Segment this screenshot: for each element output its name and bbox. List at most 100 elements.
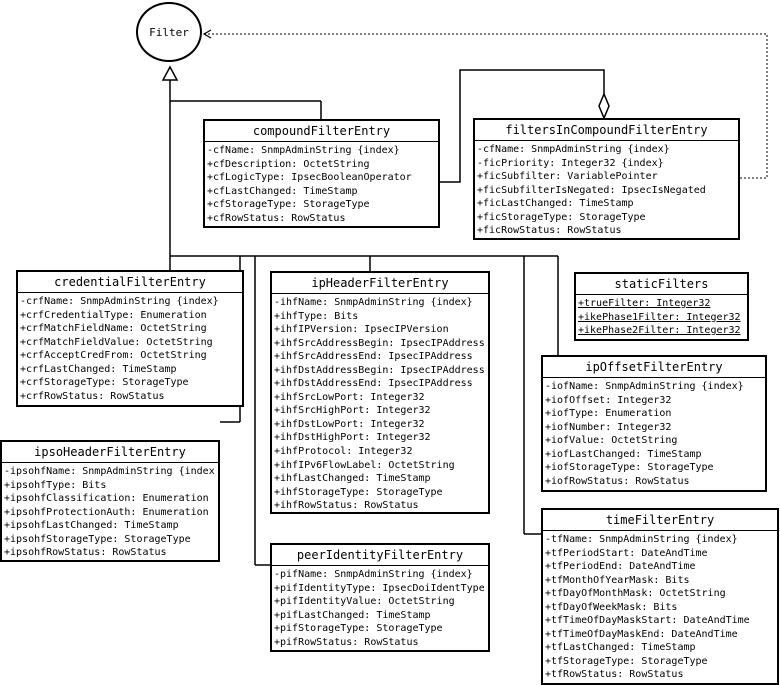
attribute: +ipsohfRowStatus: RowStatus: [4, 547, 167, 559]
attribute: +ikePhase1Filter: Integer32: [578, 311, 741, 323]
attribute: -pifName: SnmpAdminString {index}: [274, 569, 473, 580]
attribute: -ficPriority: Integer32 {index}: [477, 157, 664, 169]
attribute: +tfRowStatus: RowStatus: [545, 669, 684, 681]
attribute: +iofStorageType: StorageType: [545, 462, 714, 474]
class-title: peerIdentityFilterEntry: [272, 545, 488, 566]
class-title: credentialFilterEntry: [18, 272, 242, 293]
attribute: -cfName: SnmpAdminString {index}: [207, 145, 400, 156]
attribute: +tfPeriodEnd: DateAndTime: [545, 561, 696, 573]
attribute: +cfStorageType: StorageType: [207, 199, 370, 211]
attribute-list: -cfName: SnmpAdminString {index} +cfDesc…: [205, 142, 438, 225]
attribute: +crfStorageType: StorageType: [20, 377, 189, 389]
attribute: +ficRowStatus: RowStatus: [477, 225, 622, 237]
attribute: +crfLastChanged: TimeStamp: [20, 363, 177, 375]
attribute: +ihfSrcLowPort: Integer32: [274, 391, 425, 403]
attribute: +ficLastChanged: TimeStamp: [477, 198, 634, 210]
attribute: +ipsohfClassification: Enumeration: [4, 493, 209, 505]
attribute: -ihfName: SnmpAdminString {index}: [274, 297, 473, 308]
attribute: +ficSubfilterIsNegated: IpsecIsNegated: [477, 184, 706, 196]
attribute: -iofName: SnmpAdminString {index}: [545, 381, 744, 392]
attribute: +ihfStorageType: StorageType: [274, 486, 443, 498]
attribute: +ficSubfilter: VariablePointer: [477, 171, 658, 183]
attribute: +ihfIPVersion: IpsecIPVersion: [274, 324, 449, 336]
inheritance-triangle: [161, 65, 179, 81]
attribute: +ihfLastChanged: TimeStamp: [274, 473, 431, 485]
attribute: +ihfDstAddressBegin: IpsecIPAddress: [274, 364, 485, 376]
attribute: +tfTimeOfDayMaskStart: DateAndTime: [545, 615, 750, 627]
class-ip-header-filter-entry: ipHeaderFilterEntry -ihfName: SnmpAdminS…: [270, 271, 490, 514]
class-title: timeFilterEntry: [543, 510, 777, 531]
attribute: +crfMatchFieldValue: OctetString: [20, 336, 213, 348]
class-filters-in-compound-filter-entry: filtersInCompoundFilterEntry -cfName: Sn…: [473, 118, 740, 240]
attribute: +pifIdentityValue: OctetString: [274, 596, 455, 608]
attribute: +iofValue: OctetString: [545, 435, 678, 447]
attribute: +ihfSrcAddressBegin: IpsecIPAddress: [274, 337, 485, 349]
aggregation-line: [440, 69, 605, 183]
attribute-list: -iofName: SnmpAdminString {index} +iofOf…: [543, 378, 765, 488]
attribute: +pifLastChanged: TimeStamp: [274, 609, 431, 621]
attribute: +iofType: Enumeration: [545, 408, 672, 420]
attribute-list: -cfName: SnmpAdminString {index} -ficPri…: [475, 141, 738, 238]
class-static-filters: staticFilters +trueFilter: Integer32 +ik…: [574, 272, 749, 341]
attribute: -cfName: SnmpAdminString {index}: [477, 144, 670, 155]
class-title: ipsoHeaderFilterEntry: [2, 442, 218, 463]
attribute: +ihfSrcAddressEnd: IpsecIPAddress: [274, 351, 473, 363]
class-ipso-header-filter-entry: ipsoHeaderFilterEntry -ipsohfName: SnmpA…: [0, 440, 220, 562]
class-title: staticFilters: [576, 274, 747, 295]
attribute: -ipsohfName: SnmpAdminString {index}: [4, 466, 216, 477]
attribute: +crfRowStatus: RowStatus: [20, 390, 165, 402]
attribute: +ipsohfType: Bits: [4, 479, 107, 491]
attribute: +cfDescription: OctetString: [207, 158, 370, 170]
attribute: +iofRowStatus: RowStatus: [545, 475, 690, 487]
class-compound-filter-entry: compoundFilterEntry -cfName: SnmpAdminSt…: [203, 119, 440, 228]
attribute: +crfCredentialType: Enumeration: [20, 309, 207, 321]
class-ip-offset-filter-entry: ipOffsetFilterEntry -iofName: SnmpAdminS…: [541, 355, 767, 492]
attribute: +cfRowStatus: RowStatus: [207, 212, 346, 224]
attribute: +pifStorageType: StorageType: [274, 623, 443, 635]
class-credential-filter-entry: credentialFilterEntry -crfName: SnmpAdmi…: [16, 270, 244, 407]
attribute: +tfMonthOfYearMask: Bits: [545, 574, 690, 586]
attribute: +tfStorageType: StorageType: [545, 655, 708, 667]
attribute: +ipsohfProtectionAuth: Enumeration: [4, 506, 209, 518]
attribute: +iofLastChanged: TimeStamp: [545, 448, 702, 460]
attribute: +crfAcceptCredFrom: OctetString: [20, 350, 207, 362]
attribute: +ihfDstLowPort: Integer32: [274, 418, 425, 430]
dependency-dashed-line: [202, 29, 768, 179]
attribute: +ipsohfLastChanged: TimeStamp: [4, 520, 179, 532]
attribute-list: +trueFilter: Integer32 +ikePhase1Filter:…: [576, 295, 747, 338]
attribute-list: -pifName: SnmpAdminString {index} +pifId…: [272, 566, 488, 649]
attribute: +tfPeriodStart: DateAndTime: [545, 547, 708, 559]
attribute: -crfName: SnmpAdminString {index}: [20, 296, 219, 307]
attribute: +ihfRowStatus: RowStatus: [274, 500, 419, 512]
class-title: ipHeaderFilterEntry: [272, 273, 488, 294]
attribute: +iofOffset: Integer32: [545, 394, 672, 406]
aggregation-diamond: [598, 92, 610, 120]
filter-label: Filter: [149, 25, 189, 39]
attribute: +tfDayOfMonthMask: OctetString: [545, 588, 726, 600]
attribute: +ihfDstHighPort: Integer32: [274, 432, 431, 444]
attribute: +pifRowStatus: RowStatus: [274, 636, 419, 648]
attribute: +ihfProtocol: Integer32: [274, 446, 413, 458]
attribute: -tfName: SnmpAdminString {index}: [545, 534, 738, 545]
attribute-list: -crfName: SnmpAdminString {index} +crfCr…: [18, 293, 242, 403]
attribute: +ficStorageType: StorageType: [477, 211, 646, 223]
attribute-list: -tfName: SnmpAdminString {index} +tfPeri…: [543, 531, 777, 682]
attribute-list: -ihfName: SnmpAdminString {index} +ihfTy…: [272, 294, 488, 513]
attribute: +pifIdentityType: IpsecDoiIdentType: [274, 582, 485, 594]
attribute: +ipsohfStorageType: StorageType: [4, 533, 191, 545]
attribute: +ihfType: Bits: [274, 310, 359, 322]
attribute: +cfLastChanged: TimeStamp: [207, 185, 358, 197]
attribute: +ihfSrcHighPort: Integer32: [274, 405, 431, 417]
attribute: +tfLastChanged: TimeStamp: [545, 642, 696, 654]
attribute: +crfMatchFieldName: OctetString: [20, 323, 207, 335]
attribute: +ikePhase2Filter: Integer32: [578, 325, 741, 337]
attribute: +cfLogicType: IpsecBooleanOperator: [207, 172, 412, 184]
attribute: +ihfIPv6FlowLabel: OctetString: [274, 459, 455, 471]
attribute: +trueFilter: Integer32: [578, 298, 711, 309]
attribute: +ihfDstAddressEnd: IpsecIPAddress: [274, 378, 473, 390]
class-title: compoundFilterEntry: [205, 121, 438, 142]
class-title: filtersInCompoundFilterEntry: [475, 120, 738, 141]
filter-class-circle: Filter: [136, 2, 202, 62]
attribute-list: -ipsohfName: SnmpAdminString {index} +ip…: [2, 463, 218, 560]
